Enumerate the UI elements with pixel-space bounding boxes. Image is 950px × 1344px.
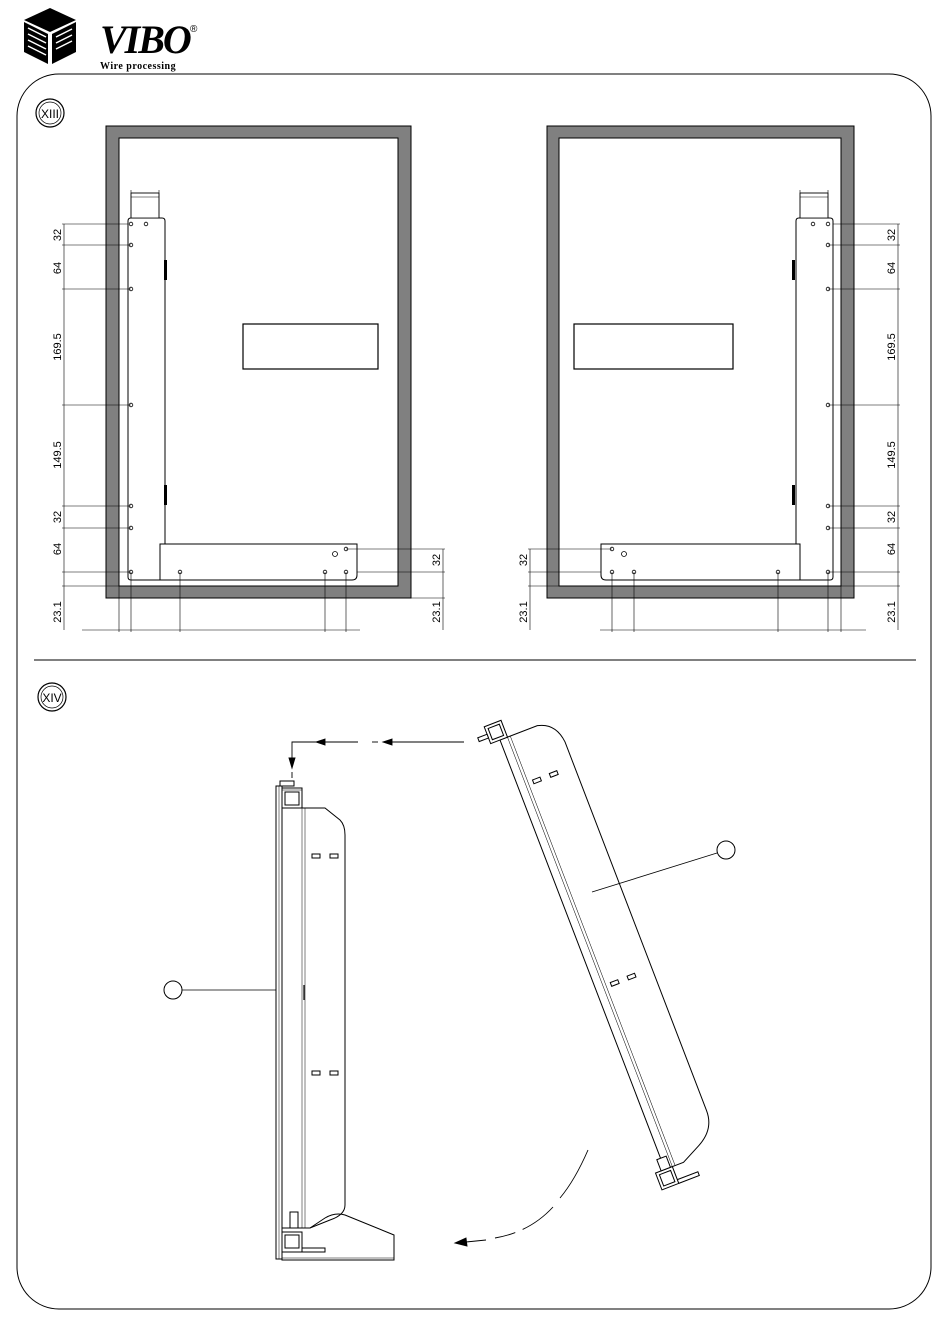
rotation-arrow-top (289, 739, 464, 778)
dim-left-2: 64 (52, 262, 64, 274)
section-14-numeral: XIV (42, 691, 61, 705)
dim-right-panel-1: 32 (886, 229, 898, 241)
dim-right-panel-left-2: 23.1 (518, 601, 530, 622)
dim-left-7: 23.1 (52, 601, 64, 622)
dim-left-5: 32 (52, 511, 64, 523)
rail-mounted (276, 781, 394, 1260)
dim-left-1: 32 (52, 229, 64, 241)
section-14-badge: XIV (38, 683, 66, 711)
dim-right-1: 32 (431, 554, 443, 566)
dim-right-panel-3: 169.5 (886, 333, 898, 361)
dim-right-panel-5: 32 (886, 511, 898, 523)
section-13-badge: XIII (36, 99, 64, 127)
dim-left-3: 169.5 (52, 333, 64, 361)
dim-right-panel-6: 64 (886, 543, 898, 555)
dim-right-panel-left-1: 32 (518, 554, 530, 566)
rail-tilted (475, 702, 727, 1194)
dim-right-panel-7: 23.1 (886, 601, 898, 622)
cabinet-right: 32 64 169.5 149.5 32 64 23.1 32 23.1 (518, 126, 900, 632)
rotation-arrow-bottom (455, 1150, 588, 1246)
dim-right-panel-2: 64 (886, 262, 898, 274)
cabinet-left: 32 64 169.5 149.5 32 64 23.1 32 23.1 (52, 126, 445, 632)
callout-right (592, 841, 735, 892)
callout-left (164, 981, 276, 999)
section-13-numeral: XIII (41, 107, 59, 121)
dim-right-panel-4: 149.5 (886, 441, 898, 469)
dim-left-4: 149.5 (52, 441, 64, 469)
dim-right-2: 23.1 (431, 601, 443, 622)
dim-left-6: 64 (52, 543, 64, 555)
